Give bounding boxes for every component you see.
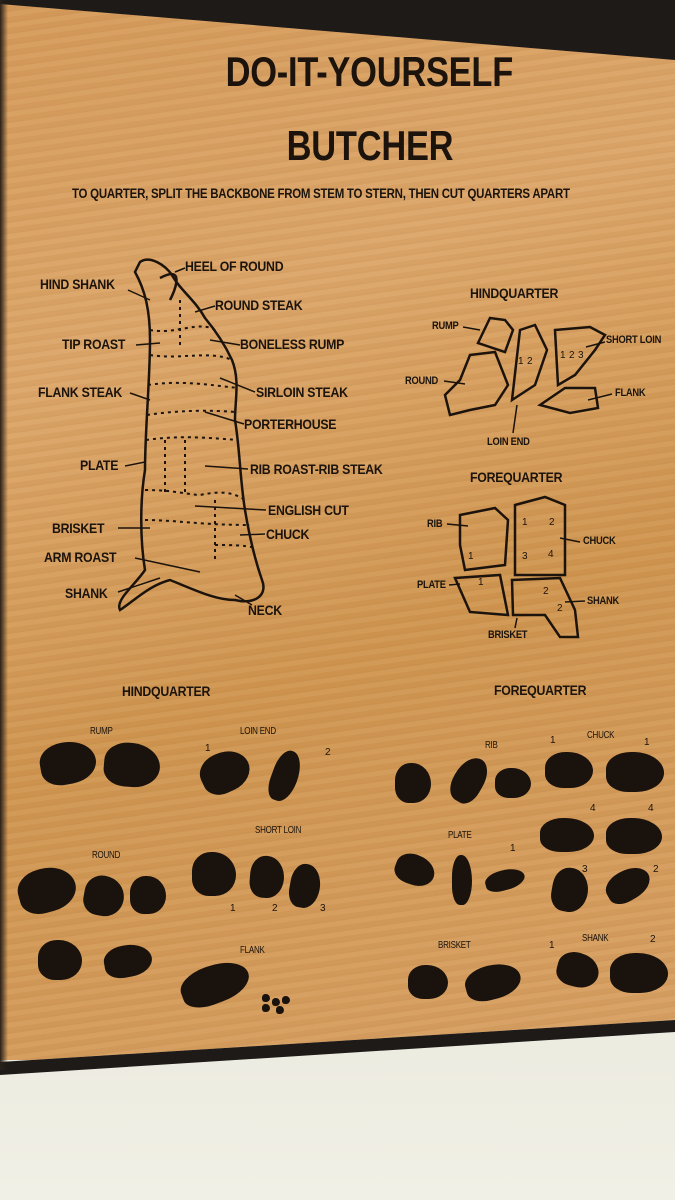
hq-number: 2 xyxy=(527,356,533,367)
hq-label-loin-end: LOIN END xyxy=(487,436,530,448)
label-neck: NECK xyxy=(248,602,282,618)
hindquarter-diagram-heading: HINDQUARTER xyxy=(470,285,559,301)
fq-number: 3 xyxy=(522,551,528,562)
cut-group-plate: PLATE xyxy=(448,830,472,841)
hq-label-flank: FLANK xyxy=(615,387,646,399)
meat-cut-icon xyxy=(38,940,82,980)
label-shank: SHANK xyxy=(65,585,108,601)
meat-cut-icon xyxy=(262,1004,270,1012)
cut-number: 1 xyxy=(205,743,211,754)
hq-number: 3 xyxy=(578,350,584,361)
fq-number: 4 xyxy=(548,549,554,560)
cut-group-round: ROUND xyxy=(92,850,121,861)
meat-cut-icon xyxy=(606,818,662,854)
hindquarter-cuts-heading: HINDQUARTER xyxy=(122,683,211,699)
meat-cut-icon xyxy=(495,768,531,798)
label-rib-roast-rib-steak: RIB ROAST-RIB STEAK xyxy=(250,461,383,477)
meat-cut-icon xyxy=(192,852,236,896)
fq-number: 2 xyxy=(543,586,549,597)
label-boneless-rump: BONELESS RUMP xyxy=(240,336,345,352)
fq-number: 1 xyxy=(468,551,474,562)
hq-label-round: ROUND xyxy=(405,375,439,387)
meat-cut-icon xyxy=(408,965,448,999)
meat-cut-icon xyxy=(282,996,290,1004)
hq-label-short-loin: SHORT LOIN xyxy=(606,334,662,346)
fq-label-chuck: CHUCK xyxy=(583,535,616,547)
fq-number: 2 xyxy=(549,517,555,528)
cut-number: 3 xyxy=(582,864,588,875)
meat-cut-icon xyxy=(545,752,593,788)
fq-number: 1 xyxy=(478,577,484,588)
label-hind-shank: HIND SHANK xyxy=(40,276,115,292)
cut-group-loin-end: LOIN END xyxy=(240,726,276,737)
label-plate: PLATE xyxy=(80,457,119,473)
hq-number: 2 xyxy=(569,350,575,361)
cut-group-shank: SHANK xyxy=(582,933,609,944)
sign-frame-left xyxy=(0,0,8,1070)
hq-number: 1 xyxy=(560,350,566,361)
meat-cut-icon xyxy=(262,994,270,1002)
cut-number: 4 xyxy=(648,803,654,814)
label-round-steak: ROUND STEAK xyxy=(215,297,303,313)
cut-group-chuck: CHUCK xyxy=(587,730,615,741)
subtitle: TO QUARTER, SPLIT THE BACKBONE FROM STEM… xyxy=(72,186,570,201)
fq-number: 2 xyxy=(557,603,563,614)
cut-number: 2 xyxy=(650,934,656,945)
cut-number: 2 xyxy=(272,903,278,914)
label-arm-roast: ARM ROAST xyxy=(44,549,117,565)
label-sirloin-steak: SIRLOIN STEAK xyxy=(256,384,348,400)
cut-number: 2 xyxy=(325,747,331,758)
cut-group-short-loin: SHORT LOIN xyxy=(255,825,302,836)
label-tip-roast: TIP ROAST xyxy=(62,336,126,352)
cut-number: 1 xyxy=(644,737,650,748)
fq-label-brisket: BRISKET xyxy=(488,629,528,641)
label-brisket: BRISKET xyxy=(52,520,105,536)
label-porterhouse: PORTERHOUSE xyxy=(244,416,337,432)
meat-cut-icon xyxy=(610,953,668,993)
hq-number: 1 xyxy=(518,356,524,367)
cut-group-flank: FLANK xyxy=(240,945,265,956)
meat-cut-icon xyxy=(395,763,431,803)
meat-cut-icon xyxy=(606,752,664,792)
cut-number: 1 xyxy=(549,940,555,951)
cut-number: 2 xyxy=(653,864,659,875)
cut-number: 1 xyxy=(510,843,516,854)
label-flank-steak: FLANK STEAK xyxy=(38,384,123,400)
fq-label-shank: SHANK xyxy=(587,595,619,607)
title-line-1: DO-IT-YOURSELF xyxy=(225,48,514,95)
fq-label-plate: PLATE xyxy=(417,579,446,591)
label-chuck: CHUCK xyxy=(266,526,310,542)
meat-cut-icon xyxy=(276,1006,284,1014)
cut-group-rib: RIB xyxy=(485,740,498,751)
meat-cut-icon xyxy=(540,818,594,852)
fq-number: 1 xyxy=(522,517,528,528)
forequarter-cuts-heading: FOREQUARTER xyxy=(494,682,587,698)
fq-label-rib: RIB xyxy=(427,518,443,530)
label-heel-of-round: HEEL OF ROUND xyxy=(185,258,284,274)
cut-number: 4 xyxy=(590,803,596,814)
cut-group-brisket: BRISKET xyxy=(438,940,471,951)
cut-number: 3 xyxy=(320,903,326,914)
meat-cut-icon xyxy=(452,855,472,905)
title-line-2: BUTCHER xyxy=(286,122,454,169)
cut-group-rump: RUMP xyxy=(90,726,113,737)
cut-number: 1 xyxy=(550,735,556,746)
meat-cut-icon xyxy=(130,876,166,914)
forequarter-diagram-heading: FOREQUARTER xyxy=(470,469,563,485)
meat-cut-icon xyxy=(272,998,280,1006)
label-english-cut: ENGLISH CUT xyxy=(268,502,349,518)
hq-label-rump: RUMP xyxy=(432,320,459,332)
cut-number: 1 xyxy=(230,903,236,914)
